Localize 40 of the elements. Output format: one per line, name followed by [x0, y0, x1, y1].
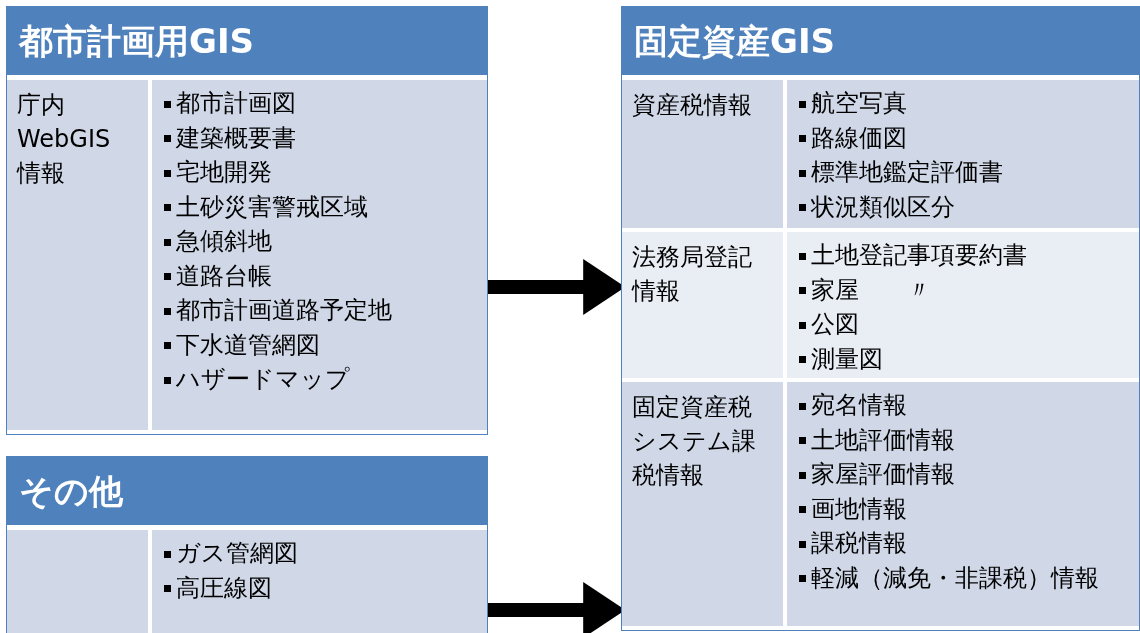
table-header: その他 [7, 457, 487, 525]
table-row [7, 530, 487, 633]
list-item: 土砂災害警戒区域 [176, 191, 368, 223]
row-heading: 固定資産税システム課税情報 [632, 392, 757, 491]
table [621, 6, 1140, 631]
row-heading: 庁内WebGIS情報 [17, 90, 112, 189]
list-item: 下水道管網図 [176, 329, 320, 361]
list-item: 都市計画道路予定地 [176, 295, 392, 326]
list-item: 課税情報 [811, 528, 907, 559]
list-item: ガス管網図 [176, 538, 298, 569]
list-item: 家屋 〃 [811, 274, 931, 306]
list-item: 土地評価情報 [811, 424, 955, 456]
row-heading: 資産税情報 [632, 90, 753, 121]
list-item: 軽減（減免・非課税）情報 [811, 562, 1099, 594]
row-heading: 法務局登記情報 [632, 242, 753, 307]
list-item: 建築概要書 [176, 122, 296, 154]
table [6, 6, 488, 435]
list-item: 道路台帳 [176, 260, 272, 292]
table [6, 456, 488, 633]
list-item: 家屋評価情報 [811, 459, 955, 490]
table-row [622, 80, 1139, 228]
list-item: 標準地鑑定評価書 [811, 157, 1003, 188]
table-header: 都市計画用GIS [7, 7, 487, 75]
list-item: 画地情報 [811, 493, 907, 525]
table-row [622, 232, 1139, 378]
table-row [622, 382, 1139, 626]
list-item: 宅地開発 [176, 157, 272, 188]
table-header: 固定資産GIS [622, 7, 1139, 75]
list-item: 宛名情報 [811, 390, 907, 421]
list-item: 土地登記事項要約書 [811, 240, 1027, 271]
list-item: 航空写真 [811, 88, 907, 119]
list-item: 路線価図 [811, 122, 907, 154]
table-row [7, 80, 487, 430]
list-item: 公図 [811, 309, 859, 340]
list-item: 急傾斜地 [176, 226, 272, 257]
list-item: 都市計画図 [176, 88, 296, 119]
list-item: 高圧線図 [176, 572, 272, 604]
list-item: 測量図 [811, 343, 883, 375]
list-item: 状況類似区分 [811, 191, 955, 223]
list-item: ハザードマップ [176, 364, 350, 395]
